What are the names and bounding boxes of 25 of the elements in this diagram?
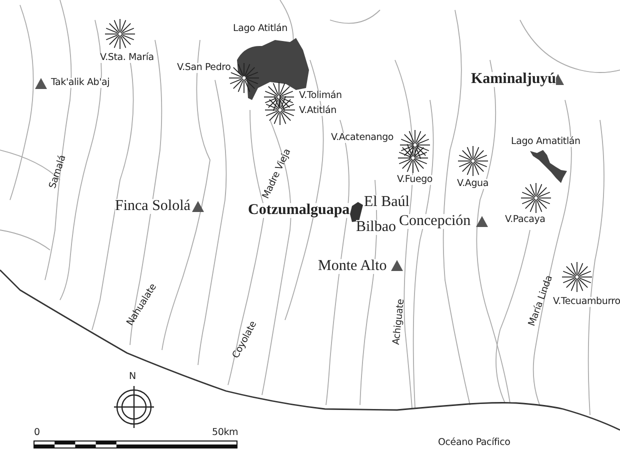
scale-label: 0	[34, 428, 40, 438]
volcano-name: V.Tolimán	[299, 91, 342, 100]
volcano-name: V.Pacaya	[505, 215, 546, 224]
lake-name: Lago Amatitlán	[511, 137, 580, 146]
site-name: Tak'alik Ab'aj	[51, 78, 110, 88]
volcano-name: V.Acatenango	[331, 133, 394, 142]
compass-letter: N	[129, 372, 136, 382]
scale-label: 50km	[212, 428, 238, 438]
volcano-name: V.Agua	[457, 179, 488, 188]
river-name: Samalá	[48, 154, 68, 190]
site-name: Concepción	[399, 214, 471, 229]
site-name: Cotzumalguapa	[248, 203, 350, 218]
volcano-name: V.Atitlán	[299, 106, 336, 116]
sea-name: Océano Pacífico	[438, 438, 510, 448]
lake-name: Lago Atitlán	[233, 24, 288, 34]
volcano-name: V.San Pedro	[177, 63, 231, 72]
river-name: Achiguate	[392, 298, 406, 346]
volcano-name: V.Fuego	[397, 175, 433, 184]
site-name: Bilbao	[356, 220, 396, 235]
site-name: El Baúl	[364, 195, 410, 210]
volcano-name: V.Sta. María	[100, 53, 154, 62]
site-name: Kaminaljuyú	[471, 72, 556, 87]
volcano-name: V.Tecuamburro	[553, 297, 620, 306]
site-name: Finca Sololá	[115, 199, 190, 214]
site-name: Monte Alto	[318, 259, 387, 274]
